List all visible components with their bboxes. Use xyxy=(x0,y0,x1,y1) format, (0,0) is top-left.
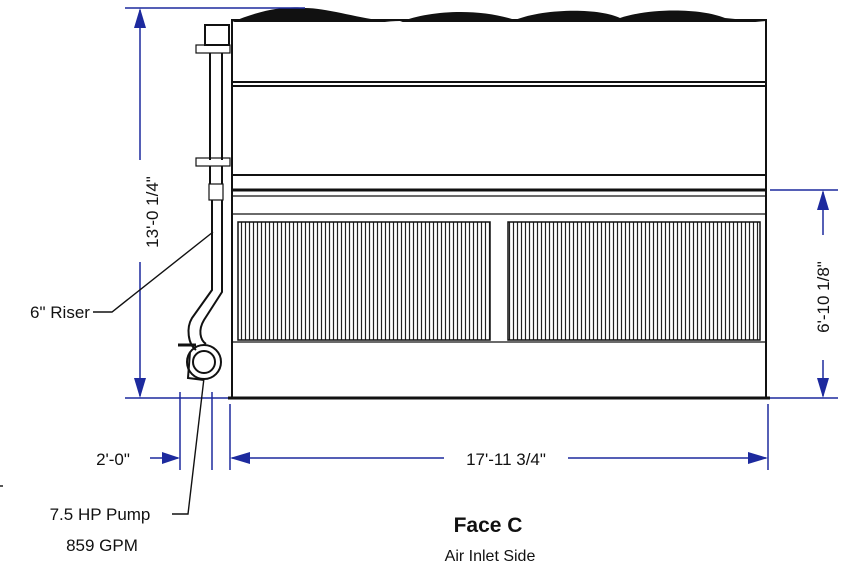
riser-pipe xyxy=(187,24,231,351)
pump-label-line2: 859 GPM xyxy=(66,536,138,555)
air-inlet-louver-left xyxy=(237,221,491,341)
overall-height-label: 13'-0 1/4" xyxy=(143,176,162,248)
pump-base xyxy=(186,351,205,381)
arrowhead xyxy=(817,190,829,210)
pump xyxy=(178,343,222,381)
arrowhead xyxy=(134,378,146,398)
arrowhead xyxy=(748,452,768,464)
riser-flange xyxy=(195,157,231,167)
pump-offset-label: 2'-0" xyxy=(96,450,130,469)
arrowhead xyxy=(134,8,146,28)
riser-top-box xyxy=(204,24,230,46)
casing-outline xyxy=(231,19,767,399)
dim-overall-height: 13'-0 1/4" xyxy=(125,7,305,399)
drawing-title: Face C xyxy=(454,514,523,537)
inlet-height-label: 6'-10 1/8" xyxy=(814,261,833,333)
overall-length-label: 17'-11 3/4" xyxy=(466,450,546,469)
riser-elbow-outer xyxy=(187,268,213,351)
arrowhead xyxy=(817,378,829,398)
riser-label: 6" Riser xyxy=(30,303,90,322)
riser-flange xyxy=(195,44,231,54)
dim-inlet-height: 6'-10 1/8" xyxy=(770,189,838,399)
pump-inlet xyxy=(192,350,216,374)
tower-body xyxy=(228,7,770,400)
riser-coupling xyxy=(208,183,224,201)
pump-label-line1: 7.5 HP Pump xyxy=(50,505,151,524)
dim-overall-length: 17'-11 3/4" xyxy=(229,404,769,470)
pump-callout: 7.5 HP Pump 859 GPM xyxy=(0,377,205,555)
dim-pump-offset: 2'-0" xyxy=(96,392,213,470)
pump-leader-line xyxy=(172,377,205,515)
arrowhead xyxy=(230,452,250,464)
arrowhead xyxy=(162,452,180,464)
air-inlet-louver-right xyxy=(507,221,761,341)
riser-callout: 6" Riser xyxy=(30,231,214,322)
riser-elbow-inner xyxy=(199,268,223,345)
riser-leader-line xyxy=(93,231,214,313)
drawing-subtitle: Air Inlet Side xyxy=(445,548,536,565)
fan-shroud xyxy=(232,7,766,22)
